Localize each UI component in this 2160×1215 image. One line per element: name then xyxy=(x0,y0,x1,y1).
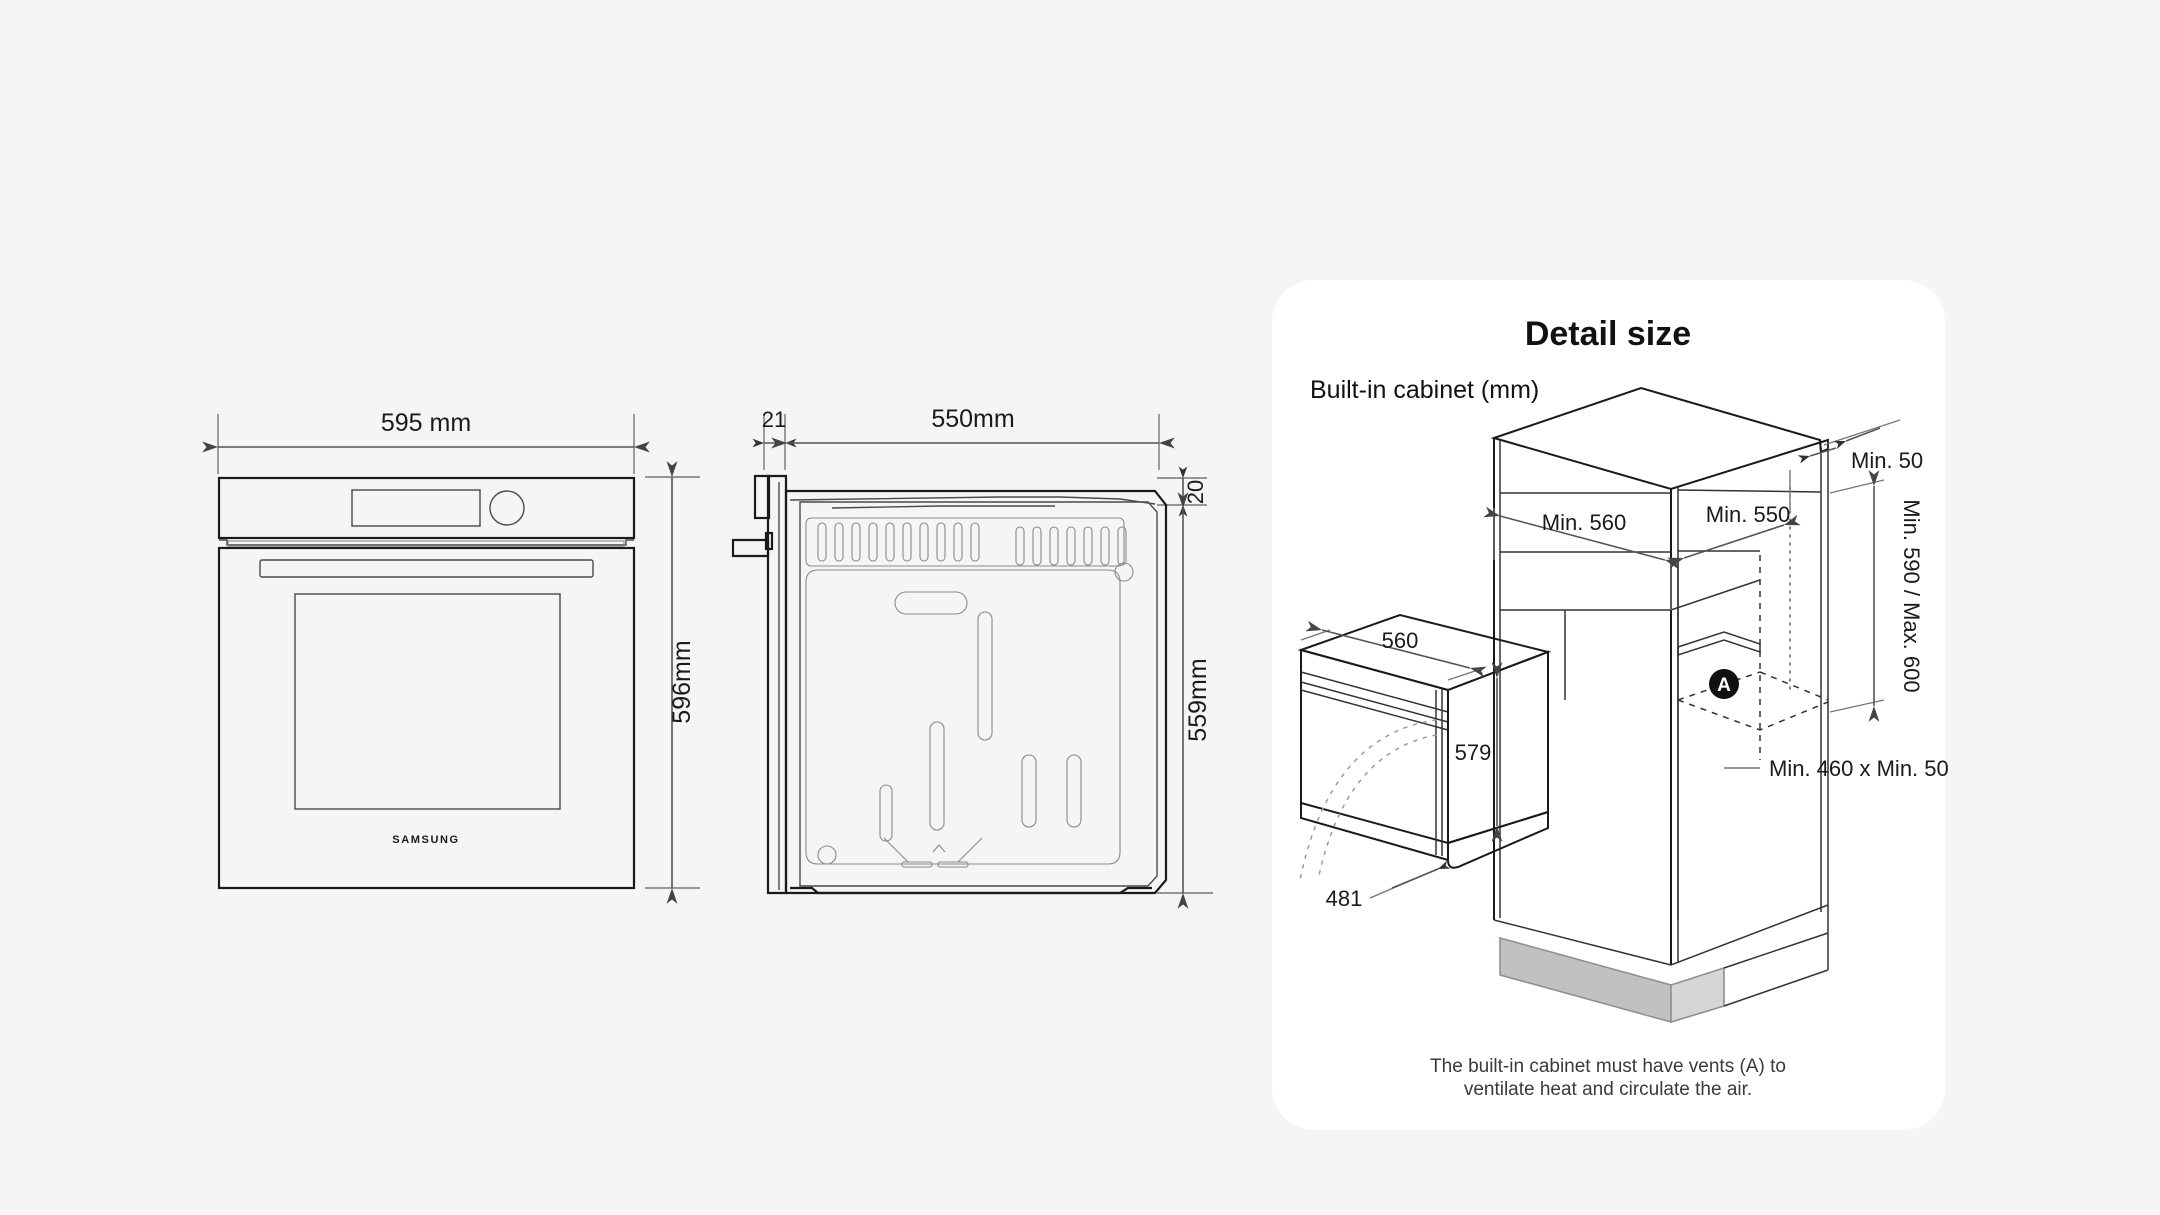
opening-height-label: Min. 590 / Max. 600 xyxy=(1899,499,1924,692)
vent-marker-circle xyxy=(1709,669,1739,699)
cabinet-width-label: Min. 560 xyxy=(1542,510,1626,535)
side-oval-detail xyxy=(894,591,968,615)
brand-label: SAMSUNG xyxy=(392,834,459,846)
front-door-glass xyxy=(294,593,561,810)
detail-caption-line1: The built-in cabinet must have vents (A)… xyxy=(1430,1056,1786,1077)
front-door-handle xyxy=(259,559,594,578)
side-depth-dimension: 550mm xyxy=(771,405,1175,470)
side-door-thickness-dimension: 21 xyxy=(752,407,797,470)
detail-panel-title: Detail size xyxy=(1525,315,1691,353)
vent-marker-label: A xyxy=(1717,675,1731,696)
dim-opening-height: Min. 590 / Max. 600 xyxy=(1829,470,1924,722)
front-oven-body: SAMSUNG xyxy=(217,476,636,890)
top-clearance-label: Min. 50 xyxy=(1851,448,1923,473)
dim-cabinet-depth: Min. 550 xyxy=(1667,470,1801,569)
dim-oven-height: 579 xyxy=(1455,662,1503,842)
side-door-thickness-label: 21 xyxy=(762,407,786,432)
detail-panel-subtitle: Built-in cabinet (mm) xyxy=(1310,376,1539,404)
front-control-knob xyxy=(489,490,525,526)
detail-caption-line2: ventilate heat and circulate the air. xyxy=(1464,1079,1752,1100)
cabinet-plinth xyxy=(1499,936,1672,1024)
door-arc-label: 481 xyxy=(1326,886,1363,911)
front-width-dimension: 595 mm xyxy=(202,409,650,474)
oven-isometric xyxy=(1297,613,1552,881)
side-oven-body xyxy=(731,474,1168,895)
side-vent-slots-left xyxy=(817,522,980,562)
dim-door-arc: 481 xyxy=(1326,860,1451,911)
side-vent-slots-right xyxy=(1015,526,1127,566)
front-height-label: 596mm xyxy=(668,640,696,723)
side-depth-label: 550mm xyxy=(931,405,1014,433)
cabinet-depth-label: Min. 550 xyxy=(1706,502,1790,527)
vent-marker-group: A Min. 460 x Min. 50 xyxy=(1709,669,1949,781)
front-width-label: 595 mm xyxy=(381,409,471,437)
cabinet-plinth-side xyxy=(1670,966,1725,1024)
dim-oven-width: 560 xyxy=(1300,620,1487,681)
side-height-label: 559mm xyxy=(1184,658,1212,741)
vent-size-label: Min. 460 x Min. 50 xyxy=(1769,756,1949,781)
side-height-dimension: 559mm xyxy=(1157,492,1213,909)
dim-cabinet-width: Min. 560 xyxy=(1483,506,1682,610)
dim-top-clearance: Min. 50 xyxy=(1797,419,1923,473)
front-display-panel xyxy=(351,489,481,527)
oven-width-label: 560 xyxy=(1382,628,1419,653)
oven-height-label: 579 xyxy=(1455,740,1492,765)
side-door-top-nub xyxy=(753,474,771,520)
cabinet-isometric xyxy=(1490,386,1829,1024)
front-height-dimension: 596mm xyxy=(645,461,700,904)
